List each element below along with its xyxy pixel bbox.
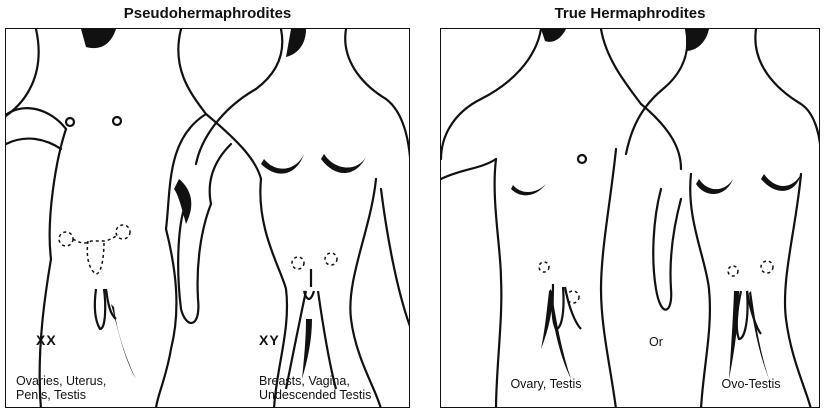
figure-xy-genital-shadow xyxy=(302,319,312,379)
figure-xy-caption: Breasts, Vagina, Undescended Testis xyxy=(259,374,371,402)
figure-xx-arm xyxy=(178,114,261,323)
figure-ovo-testis-leg-shadow xyxy=(749,291,769,379)
figure-ovo-testis-caption: Ovo-Testis xyxy=(701,377,801,391)
true-hermaphrodites-panel: Ovary, Testis Or Ovo-Testis xyxy=(440,28,820,408)
figure-xx-body xyxy=(6,29,206,408)
figure-xy-breast-left xyxy=(261,154,304,174)
figure-xx-caption-line1: Ovaries, Uterus, xyxy=(16,374,106,388)
figure-xx-neck-shadow xyxy=(81,29,116,48)
figure-ovary-testis-breast xyxy=(511,184,546,195)
figure-xy-neck-shadow xyxy=(286,29,306,57)
figure-xy-caption-line2: Undescended Testis xyxy=(259,388,371,402)
figure-xx-nipple-left xyxy=(66,118,74,126)
figure-xx-karyotype: XX xyxy=(36,332,57,348)
figure-ovary-testis-genitals xyxy=(553,284,581,329)
figure-ovo-testis-breast-left xyxy=(696,179,733,194)
figure-ovary-testis-genital-shadow xyxy=(541,291,553,349)
figure-xx-caption: Ovaries, Uterus, Penis, Testis xyxy=(16,374,106,402)
figure-xy-breast-right xyxy=(321,154,366,173)
pseudohermaphrodites-panel: XX Ovaries, Uterus, Penis, Testis XY Bre… xyxy=(5,28,410,408)
figure-ovary-testis-body xyxy=(441,29,641,408)
figure-xx-uterus-ovaries xyxy=(59,225,130,274)
figure-ovary-testis-nipple xyxy=(578,155,586,163)
figure-ovo-testis-gonads xyxy=(728,261,773,276)
figure-xx-caption-line2: Penis, Testis xyxy=(16,388,106,402)
figure-xy-body xyxy=(196,29,410,408)
pseudohermaphrodites-illustration xyxy=(6,29,410,408)
figure-ovary-testis-neck-shadow xyxy=(541,29,566,42)
pseudohermaphrodites-title: Pseudohermaphrodites xyxy=(5,5,410,22)
figure-xy-caption-line1: Breasts, Vagina, xyxy=(259,374,371,388)
true-hermaphrodites-illustration xyxy=(441,29,820,408)
figure-xy-karyotype: XY xyxy=(259,332,280,348)
true-hermaphrodites-title: True Hermaphrodites xyxy=(440,5,820,22)
figure-xx-nipple-right xyxy=(113,117,121,125)
figure-ovary-testis-gonads xyxy=(539,262,579,303)
figure-xy-undescended-testis xyxy=(292,253,337,269)
figure-ovo-testis-breast-right xyxy=(761,174,801,191)
figure-separator-or: Or xyxy=(636,335,676,349)
figure-ovary-testis-caption: Ovary, Testis xyxy=(491,377,601,391)
figure-ovo-testis-neck-shadow xyxy=(686,29,709,51)
figure-ovary-testis-arm xyxy=(641,104,681,310)
figure-ovo-testis-genitals xyxy=(737,291,761,339)
figure-xx-leg-shadow xyxy=(111,304,136,379)
